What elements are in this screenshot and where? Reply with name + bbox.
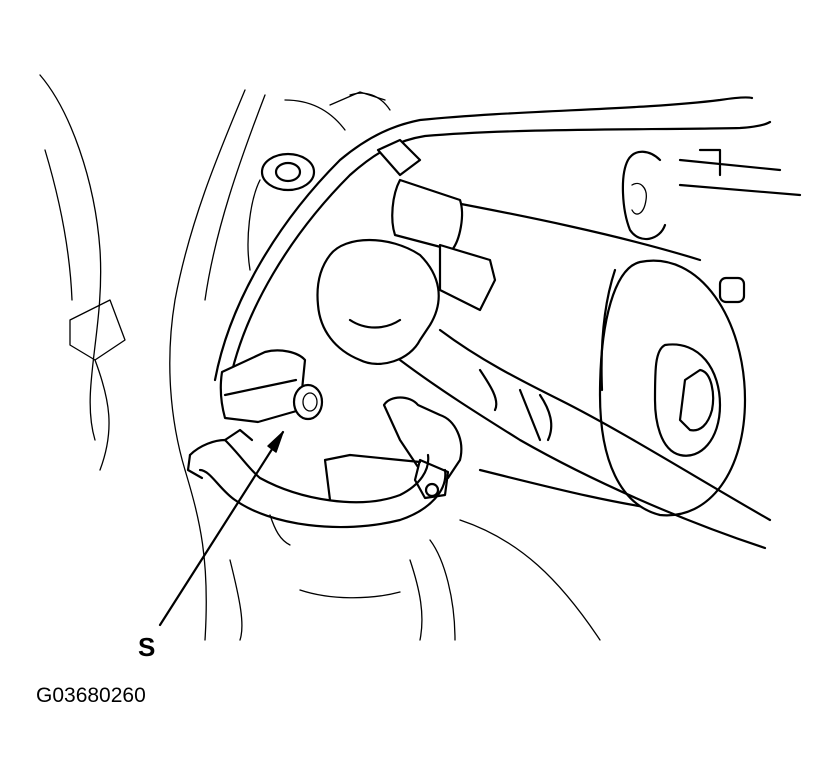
mounting-boss xyxy=(260,152,316,192)
battery-cable xyxy=(316,239,772,550)
wire-harness-upper xyxy=(213,96,772,382)
harness-clip xyxy=(376,138,422,177)
starter-motor-body xyxy=(438,148,802,517)
engine-block-outline xyxy=(39,74,391,641)
callout-label-s: S xyxy=(138,632,156,662)
figure-code: G03680260 xyxy=(36,684,146,707)
small-connector xyxy=(382,396,463,500)
wire-loop-lower xyxy=(186,428,447,529)
callout-leader xyxy=(158,430,285,627)
terminal-s-boss[interactable] xyxy=(219,349,324,424)
solenoid xyxy=(391,178,497,312)
lower-housing xyxy=(269,514,601,641)
